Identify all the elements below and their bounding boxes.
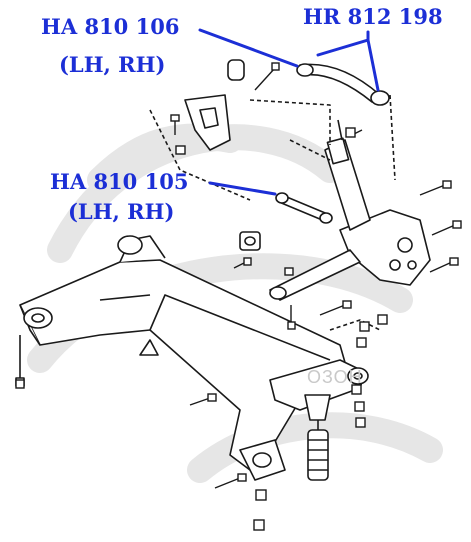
part-callout-ha-810-105: HA 810 105 (LH, RH) (50, 170, 188, 224)
part-number: HA 810 106 (41, 14, 180, 39)
part-number: HR 812 198 (303, 4, 443, 29)
watermark-text: ОЗОН (307, 367, 363, 387)
part-callout-ha-810-106: HA 810 106 (LH, RH) (41, 15, 179, 77)
part-callout-hr-812-198: HR 812 198 (303, 5, 443, 29)
part-sides: (LH, RH) (59, 52, 166, 77)
part-number: HA 810 105 (50, 169, 189, 194)
fasteners (15, 62, 462, 531)
suspension-line-art (15, 59, 431, 481)
part-sides: (LH, RH) (68, 199, 175, 224)
callout-leaders (198, 28, 380, 196)
